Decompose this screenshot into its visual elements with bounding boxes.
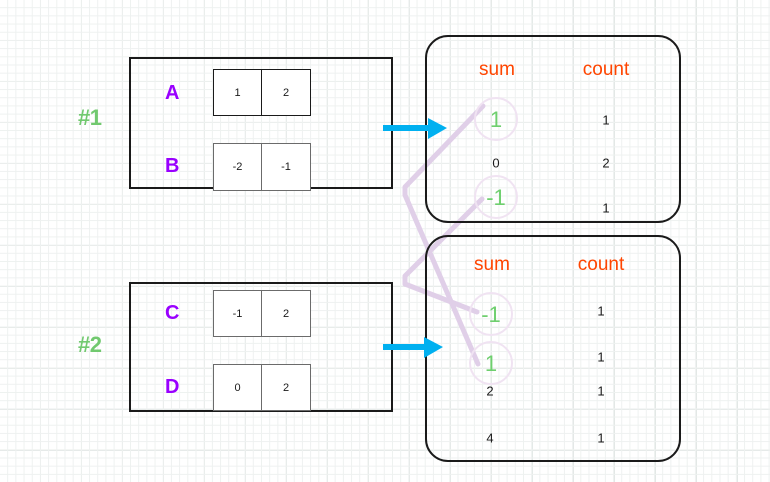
cell-c-1: 2 [261, 290, 311, 337]
cell-b-0: -2 [213, 143, 262, 191]
highlight-ring-t2-sum-1 [469, 341, 513, 385]
table-2-row-2-sum: 2 [486, 383, 494, 399]
table-1-row-1-count: 2 [602, 155, 610, 171]
row-label-b: B [165, 155, 180, 177]
table-2-row-1-count: 1 [597, 349, 605, 365]
table-1-header-count: count [582, 59, 630, 80]
group-label-2: #2 [78, 332, 102, 357]
row-label-c: C [165, 302, 180, 324]
row-label-a: A [165, 82, 180, 104]
highlight-ring-t1-sum-minus-1 [474, 175, 518, 219]
link-sum-1 [402, 103, 486, 367]
table-1-row-0-sum: 1 [489, 107, 503, 132]
highlight-ring-t2-sum-minus-1 [469, 292, 513, 336]
link-sum-minus-1 [402, 196, 485, 315]
cell-c-0: -1 [213, 290, 262, 337]
table-1-row-2-sum: -1 [486, 185, 506, 210]
table-1-header-sum: sum [479, 59, 515, 80]
table-2-header-count: count [577, 254, 625, 275]
arrow-group-1-to-table-1 [383, 118, 447, 139]
table-1-row-0-count: 1 [602, 112, 610, 128]
group-label-1: #1 [78, 105, 102, 130]
table-2-row-3-count: 1 [597, 430, 605, 446]
table-2-header-sum: sum [474, 254, 510, 275]
arrow-group-2-to-table-2 [383, 337, 443, 358]
row-label-d: D [165, 376, 180, 398]
table-2-row-1-sum: 1 [484, 351, 498, 376]
cell-a-1: 2 [261, 69, 311, 116]
table-2-row-0-count: 1 [597, 303, 605, 319]
table-2-row-2-count: 1 [597, 383, 605, 399]
table-2-row-3-sum: 4 [486, 430, 494, 446]
table-1-row-2-count: 1 [602, 200, 610, 216]
table-1-row-1-sum: 0 [492, 155, 500, 171]
highlight-ring-t1-sum-1 [474, 97, 518, 141]
table-2-row-0-sum: -1 [481, 302, 501, 327]
cell-b-1: -1 [261, 143, 311, 191]
cell-d-1: 2 [261, 364, 311, 411]
